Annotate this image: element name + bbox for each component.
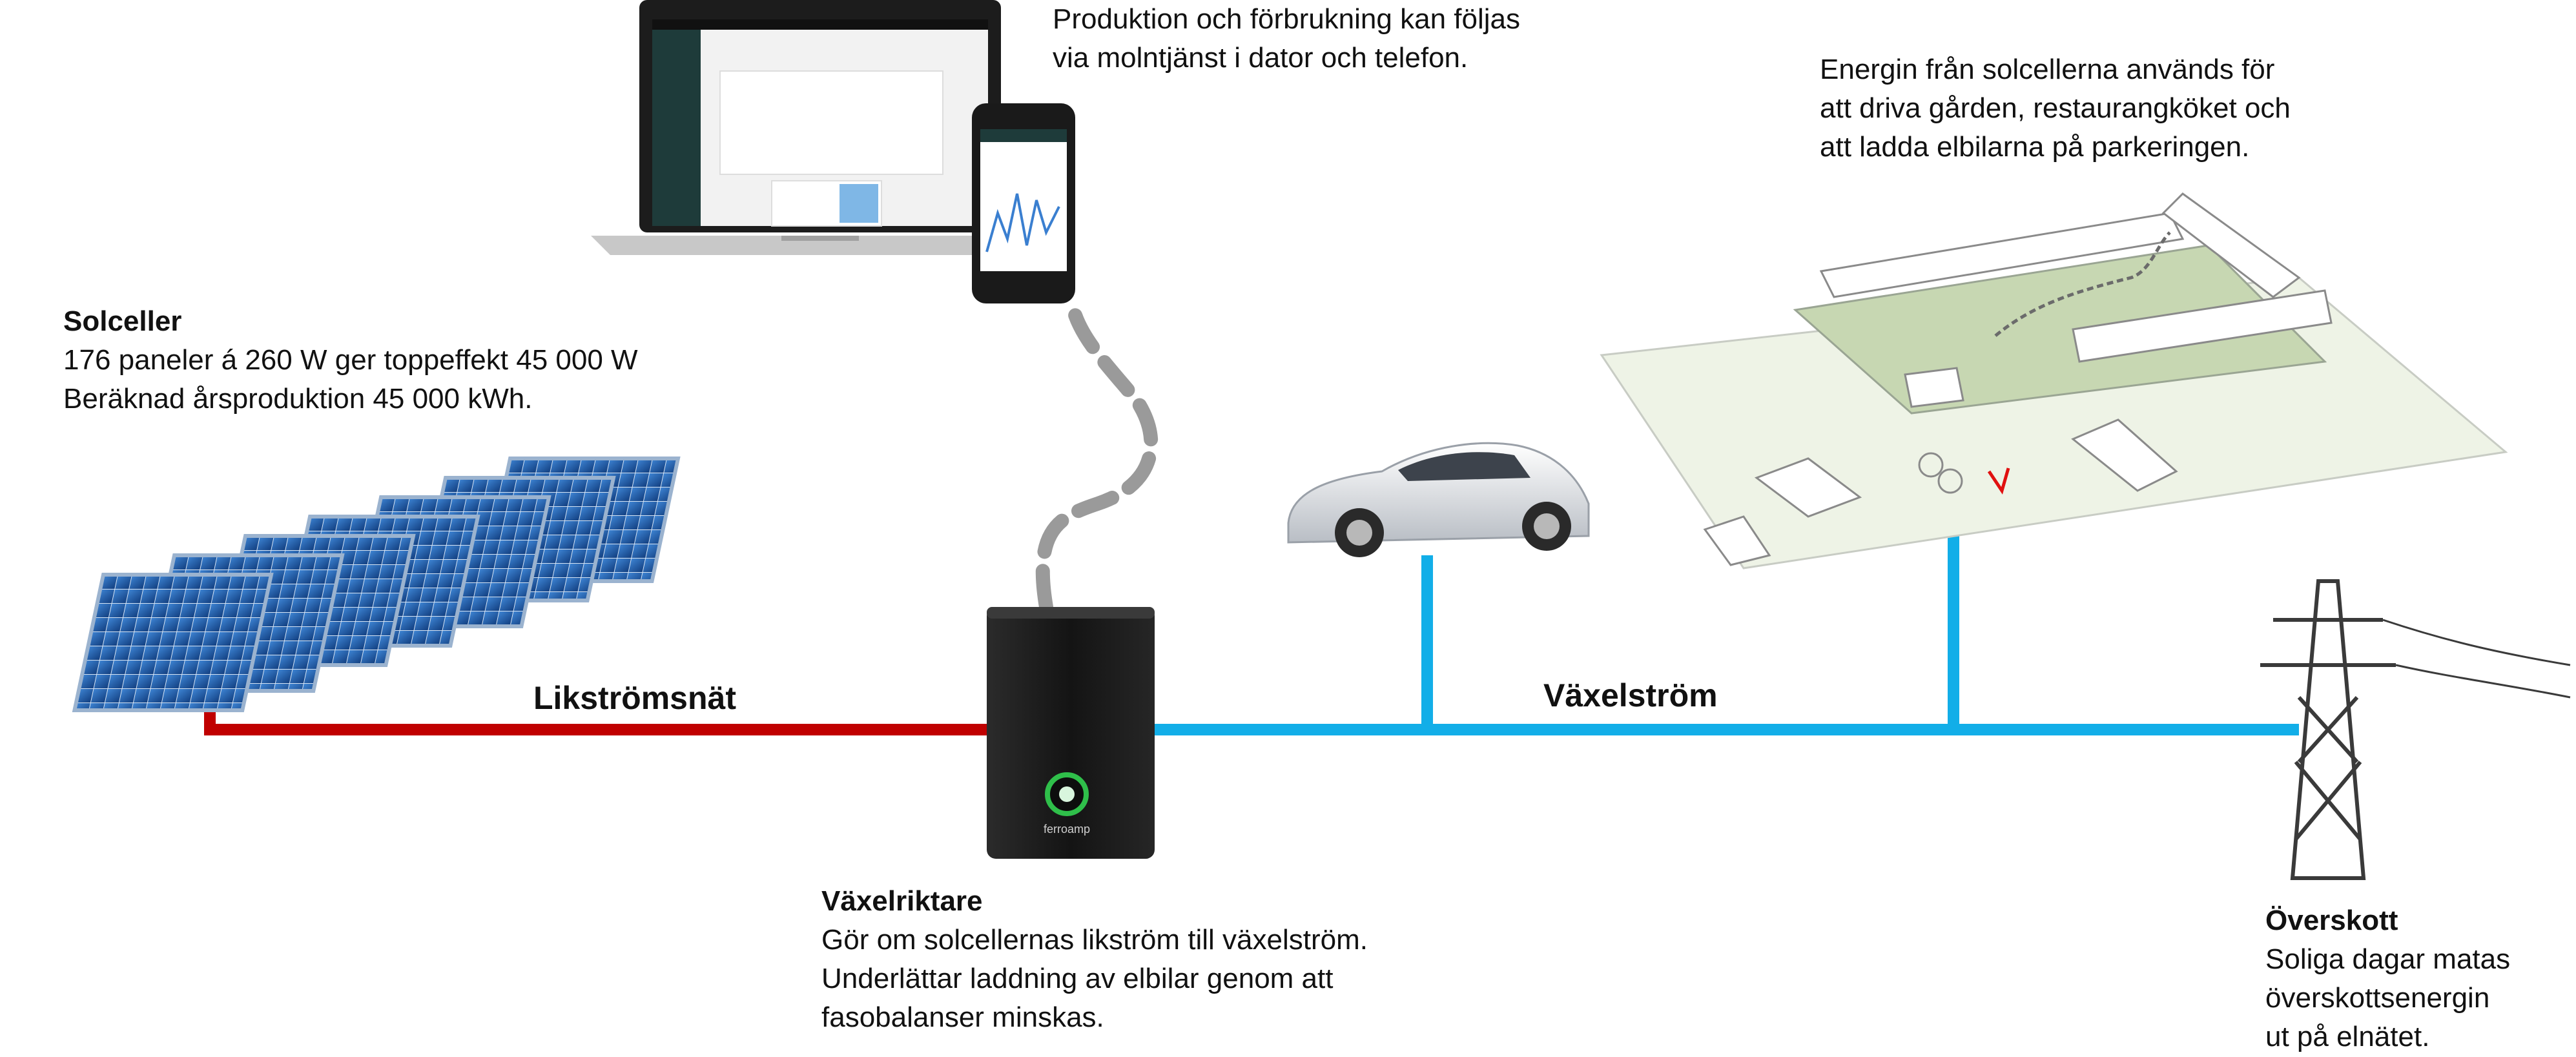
dc-wire-label: Likströmsnät xyxy=(533,680,736,716)
inverter-line-2: Underlättar laddning av elbilar genom at… xyxy=(821,963,1334,994)
inverter-line-1: Gör om solcellernas likström till växels… xyxy=(821,924,1368,956)
surplus-line-2: överskottsenergin xyxy=(2265,982,2490,1014)
inverter-title: Växelriktare xyxy=(821,885,983,917)
power-pylon-icon xyxy=(2260,579,2571,880)
inverter-line-3: fasobalanser minskas. xyxy=(821,1001,1104,1033)
solar-line-2: Beräknad årsproduktion 45 000 kWh. xyxy=(63,383,533,415)
inverter-brand: ferroamp xyxy=(1044,823,1090,836)
solar-title: Solceller xyxy=(63,305,182,337)
farm-line-3: att ladda elbilarna på parkeringen. xyxy=(1820,131,2250,163)
inverter-description: Växelriktare Gör om solcellernas likströ… xyxy=(821,882,1368,1037)
laptop-icon xyxy=(591,0,1040,255)
surplus-line-1: Soliga dagar matas xyxy=(2265,943,2511,975)
farm-description: Energin från solcellerna används för att… xyxy=(1820,50,2291,167)
solar-panels-icon xyxy=(72,457,681,712)
farm-line-1: Energin från solcellerna används för xyxy=(1820,54,2275,85)
surplus-description: Överskott Soliga dagar matas överskottse… xyxy=(2265,901,2510,1056)
cloud-line-1: Produktion och förbrukning kan följas xyxy=(1053,3,1520,35)
cloud-description: Produktion och förbrukning kan följas vi… xyxy=(1053,0,1520,77)
inverter-icon: ferroamp xyxy=(987,607,1155,859)
surplus-title: Överskott xyxy=(2265,905,2398,936)
surplus-line-3: ut på elnätet. xyxy=(2265,1021,2430,1052)
cloud-link-dashed xyxy=(1035,296,1159,614)
farm-site-plan-icon xyxy=(1600,192,2508,570)
solar-description: Solceller 176 paneler á 260 W ger toppef… xyxy=(63,302,638,418)
smartphone-icon xyxy=(972,103,1075,303)
ac-wire-label: Växelström xyxy=(1543,677,1718,713)
solar-line-1: 176 paneler á 260 W ger toppeffekt 45 00… xyxy=(63,344,638,376)
electric-car-icon xyxy=(1287,442,1590,557)
farm-line-2: att driva gården, restaurangköket och xyxy=(1820,92,2291,124)
cloud-line-2: via molntjänst i dator och telefon. xyxy=(1053,42,1468,74)
